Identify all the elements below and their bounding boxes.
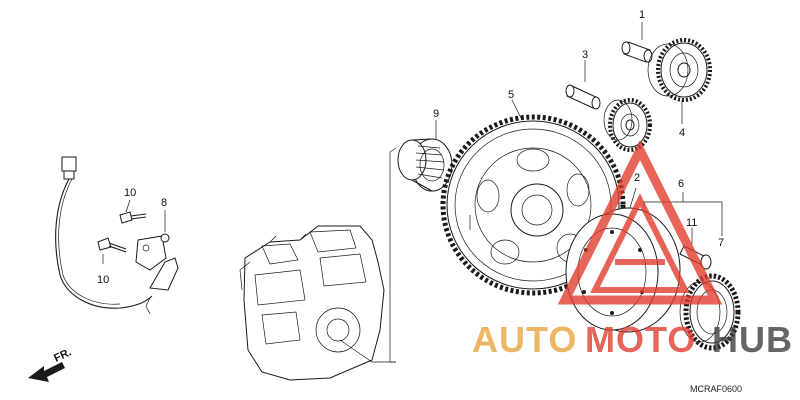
watermark-text-moto: MOTO	[585, 319, 696, 360]
callout-10-upper: 10	[124, 187, 136, 199]
group-bracket-line	[389, 147, 397, 363]
callout-8: 8	[161, 197, 167, 209]
callout-4: 4	[679, 127, 685, 139]
idle-gear-large-part-4	[647, 38, 712, 102]
callout-2: 2	[634, 172, 640, 184]
engine-block	[239, 225, 396, 381]
watermark-triangle-logo	[557, 139, 723, 305]
callout-3: 3	[582, 49, 588, 61]
idle-gear-small-part-4	[603, 98, 683, 152]
callout-11: 11	[686, 217, 697, 229]
callout-7: 7	[718, 237, 724, 249]
bolt-part-10-lower	[97, 237, 127, 264]
watermark-text-hub: HUB	[712, 319, 793, 360]
bracket-part-8	[135, 210, 170, 271]
callout-10-lower: 10	[97, 274, 109, 286]
shaft-part-3	[565, 60, 601, 110]
needle-bearing-part-9	[397, 120, 453, 192]
callout-5: 5	[508, 89, 514, 101]
bolt-part-10-upper	[119, 199, 147, 224]
front-marker-label: FR.	[52, 346, 73, 364]
sensor-harness	[55, 156, 179, 315]
watermark: AUTO MOTO HUB	[472, 139, 793, 360]
watermark-text-auto: AUTO	[472, 319, 577, 360]
callout-9: 9	[433, 108, 439, 120]
shaft-part-1	[621, 22, 653, 63]
diagram-code: MCRAF0600	[690, 384, 742, 394]
callout-6: 6	[678, 178, 684, 190]
callout-1: 1	[639, 9, 645, 21]
front-direction-arrow: FR.	[28, 346, 73, 382]
